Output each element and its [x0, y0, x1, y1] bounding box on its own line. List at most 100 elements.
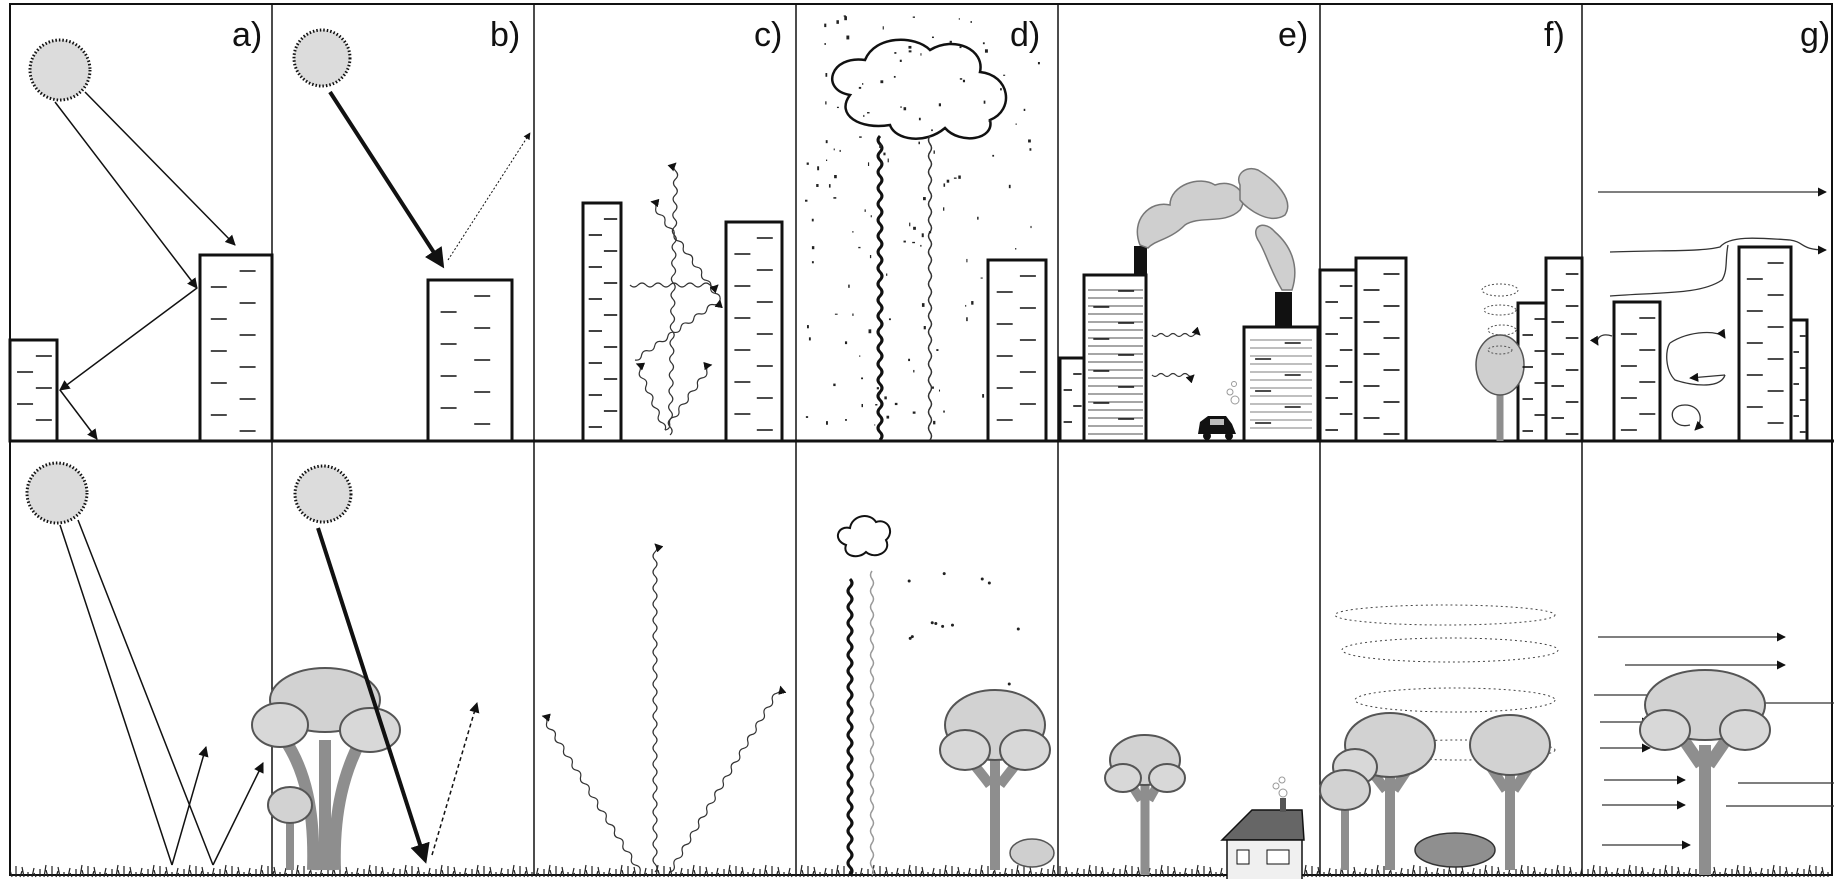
longwave-radiation — [652, 543, 664, 873]
building — [426, 278, 514, 443]
longwave-radiation — [669, 685, 787, 873]
panel-e-urban — [1058, 168, 1320, 443]
turbulent-eddy — [1487, 345, 1513, 355]
panel-a-urban — [8, 38, 274, 443]
building — [198, 253, 274, 443]
longwave-radiation — [635, 362, 667, 431]
panel-c-rural — [541, 543, 787, 873]
panel-g-urban — [1589, 187, 1827, 443]
sensible-heat-flux — [869, 570, 875, 876]
smoke-plume — [1136, 168, 1296, 291]
solar-ray — [77, 519, 214, 866]
panel-b-rural — [251, 464, 480, 871]
building — [986, 258, 1048, 443]
panel-label-f: f) — [1544, 16, 1565, 54]
building — [8, 338, 59, 443]
grass-ground — [9, 864, 1829, 878]
eddy-arrow — [1689, 372, 1726, 382]
sun-icon — [292, 28, 352, 88]
building — [1058, 356, 1086, 443]
longwave-radiation — [650, 198, 721, 301]
tree — [1319, 769, 1371, 870]
turbulent-eddy — [1483, 304, 1517, 316]
building — [724, 220, 784, 443]
panel-label-c: c) — [754, 16, 782, 54]
sun-icon — [293, 464, 353, 524]
sun-icon — [25, 461, 89, 525]
solar-ray — [54, 101, 198, 289]
reflected-ray — [171, 745, 209, 866]
eddy-arrow — [1666, 342, 1726, 386]
turbulent-eddy — [1354, 687, 1556, 713]
turbulent-eddy — [1334, 604, 1556, 626]
building — [1789, 318, 1809, 443]
panel-g-rural — [1594, 632, 1834, 875]
chimney — [1275, 292, 1292, 328]
panel-c-urban — [581, 162, 784, 443]
chimney-smoke — [1272, 776, 1288, 798]
sun-icon — [28, 38, 92, 102]
building — [1737, 245, 1793, 443]
tree — [251, 667, 401, 871]
solar-ray — [328, 90, 445, 269]
sensible-heat-flux — [927, 135, 933, 441]
building — [1612, 300, 1662, 443]
latent-heat-flux — [876, 134, 884, 442]
panel-e-rural — [1104, 734, 1305, 879]
reflected-ray — [447, 132, 531, 261]
reflected-ray — [212, 762, 264, 866]
wind-arrow — [1609, 244, 1729, 297]
latent-heat-flux — [846, 577, 854, 877]
building — [1544, 256, 1584, 443]
wind-arrow — [1609, 237, 1827, 255]
panel-label-e: e) — [1278, 16, 1308, 54]
tree — [267, 786, 313, 870]
tree — [939, 689, 1051, 870]
panel-d-rural — [836, 515, 1055, 877]
reflected-ray — [431, 701, 480, 856]
solar-ray — [84, 91, 236, 246]
eddy-arrow — [1669, 328, 1726, 344]
car-icon — [1198, 416, 1236, 440]
pond — [1414, 832, 1496, 868]
panel-label-a: a) — [232, 16, 262, 54]
building — [1354, 256, 1408, 443]
turbulent-eddy — [1481, 283, 1519, 297]
reflected-ray — [59, 389, 98, 440]
turbulent-eddy — [1341, 637, 1559, 663]
building — [1082, 273, 1148, 443]
turbulent-eddy — [1364, 739, 1556, 761]
building — [1242, 325, 1320, 443]
building — [581, 201, 623, 443]
anthropogenic-heat — [1151, 326, 1201, 338]
longwave-radiation — [634, 299, 723, 361]
longwave-radiation — [629, 282, 719, 294]
tree — [1639, 669, 1771, 875]
panel-d-urban — [805, 15, 1048, 686]
solar-ray — [316, 527, 430, 864]
panel-b-urban — [292, 28, 531, 443]
cloud-icon — [836, 515, 891, 558]
cloud-icon — [831, 38, 1008, 140]
panel-f-rural — [1319, 604, 1559, 870]
eddy-arrow — [1589, 334, 1613, 346]
turbulent-eddy — [1487, 324, 1517, 336]
house-icon — [1220, 798, 1305, 879]
panel-f-urban — [1318, 256, 1584, 443]
building — [1318, 268, 1358, 443]
tree — [1332, 712, 1436, 870]
eddy-arrow — [1671, 404, 1705, 431]
exhaust — [1226, 381, 1240, 405]
tree — [1469, 714, 1551, 870]
reflected-ray — [59, 287, 198, 391]
panel-label-g: g) — [1800, 16, 1830, 54]
longwave-radiation — [664, 361, 713, 431]
longwave-radiation — [667, 162, 679, 436]
solar-ray — [59, 524, 173, 866]
chimney — [1134, 246, 1147, 276]
panel-a-rural — [25, 461, 264, 866]
panel-label-d: d) — [1010, 16, 1040, 54]
bush — [1009, 838, 1055, 868]
